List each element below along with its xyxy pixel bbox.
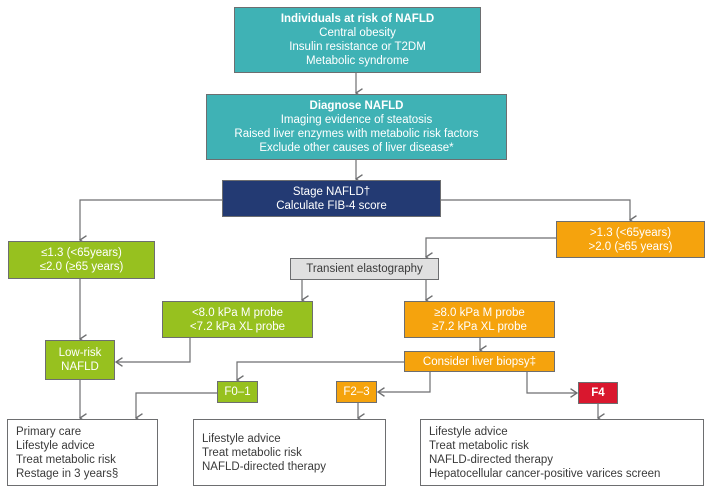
node-line: ≤1.3 (<65years)	[41, 247, 122, 259]
outcome-line: Treat metabolic risk	[202, 446, 302, 459]
node-line: >2.0 (≥65 years)	[588, 240, 673, 253]
node-line: Central obesity	[319, 27, 396, 39]
node-fib4-low: ≤1.3 (<65years) ≤2.0 (≥65 years)	[8, 241, 155, 279]
outcome-line: Hepatocellular cancer-positive varices s…	[429, 467, 661, 480]
node-stage: Stage NAFLD† Calculate FIB-4 score	[222, 180, 441, 217]
node-line: Insulin resistance or T2DM	[289, 41, 426, 53]
node-line: ≤2.0 (≥65 years)	[39, 261, 124, 273]
node-line: Metabolic syndrome	[306, 55, 409, 67]
connector-stage-fib4high	[441, 199, 630, 220]
outcome-primary-care: Primary care Lifestyle advice Treat meta…	[7, 419, 158, 486]
node-f4: F4	[578, 382, 618, 404]
node-elastography: Transient elastography	[290, 258, 439, 280]
node-line: Exclude other causes of liver disease*	[259, 142, 454, 154]
connector-stage-fib4low	[80, 199, 224, 240]
node-label: F4	[591, 387, 605, 399]
outcome-line: Lifestyle advice	[16, 439, 95, 452]
node-line: Imaging evidence of steatosis	[280, 114, 433, 126]
outcome-f4: Lifestyle advice Treat metabolic risk NA…	[420, 419, 704, 486]
node-line: Raised liver enzymes with metabolic risk…	[234, 128, 479, 140]
connector-kpalow-lowrisk	[116, 337, 191, 362]
node-line: ≥7.2 kPa XL probe	[432, 320, 527, 333]
outcome-line: Treat metabolic risk	[429, 439, 529, 452]
node-diagnose-title: Diagnose NAFLD	[309, 100, 404, 112]
node-low-risk: Low-risk NAFLD	[45, 340, 115, 380]
connector-biopsy-f23	[378, 371, 431, 392]
outcome-line: Treat metabolic risk	[16, 453, 116, 466]
node-at-risk-title: Individuals at risk of NAFLD	[280, 13, 435, 25]
connector-f01-outprimary	[136, 392, 217, 418]
node-line: Low-risk	[58, 347, 102, 359]
connector-biopsy-f4	[526, 371, 577, 393]
node-line: >1.3 (<65years)	[589, 226, 672, 239]
node-line: <7.2 kPa XL probe	[189, 320, 286, 333]
node-label: F2–3	[343, 386, 370, 398]
connector-fib4high-elastography	[426, 237, 558, 257]
node-fib4-high: >1.3 (<65years) >2.0 (≥65 years)	[556, 221, 705, 258]
outcome-line: Restage in 3 years§	[16, 467, 119, 480]
node-line: <8.0 kPa M probe	[191, 306, 284, 319]
outcome-f23: Lifestyle advice Treat metabolic risk NA…	[193, 419, 386, 486]
connector-biopsy-f01	[237, 361, 404, 380]
node-line: ≥8.0 kPa M probe	[434, 306, 525, 319]
node-line: Stage NAFLD†	[292, 185, 371, 198]
node-kpa-high: ≥8.0 kPa M probe ≥7.2 kPa XL probe	[404, 301, 555, 338]
node-at-risk: Individuals at risk of NAFLD Central obe…	[234, 7, 481, 73]
node-kpa-low: <8.0 kPa M probe <7.2 kPa XL probe	[162, 301, 313, 338]
node-label: Transient elastography	[306, 263, 423, 275]
node-biopsy: Consider liver biopsy‡	[404, 351, 555, 372]
outcome-line: Lifestyle advice	[429, 425, 508, 438]
node-f23: F2–3	[336, 381, 377, 403]
node-line: Calculate FIB-4 score	[276, 199, 387, 212]
node-line: NAFLD	[61, 361, 99, 373]
node-diagnose: Diagnose NAFLD Imaging evidence of steat…	[206, 94, 507, 160]
outcome-line: Primary care	[16, 425, 82, 438]
node-label: Consider liver biopsy‡	[422, 355, 537, 368]
outcome-line: NAFLD-directed therapy	[429, 453, 553, 466]
outcome-line: NAFLD-directed therapy	[202, 460, 326, 473]
node-f01: F0–1	[217, 381, 258, 403]
node-label: F0–1	[224, 386, 251, 398]
outcome-line: Lifestyle advice	[202, 432, 281, 445]
